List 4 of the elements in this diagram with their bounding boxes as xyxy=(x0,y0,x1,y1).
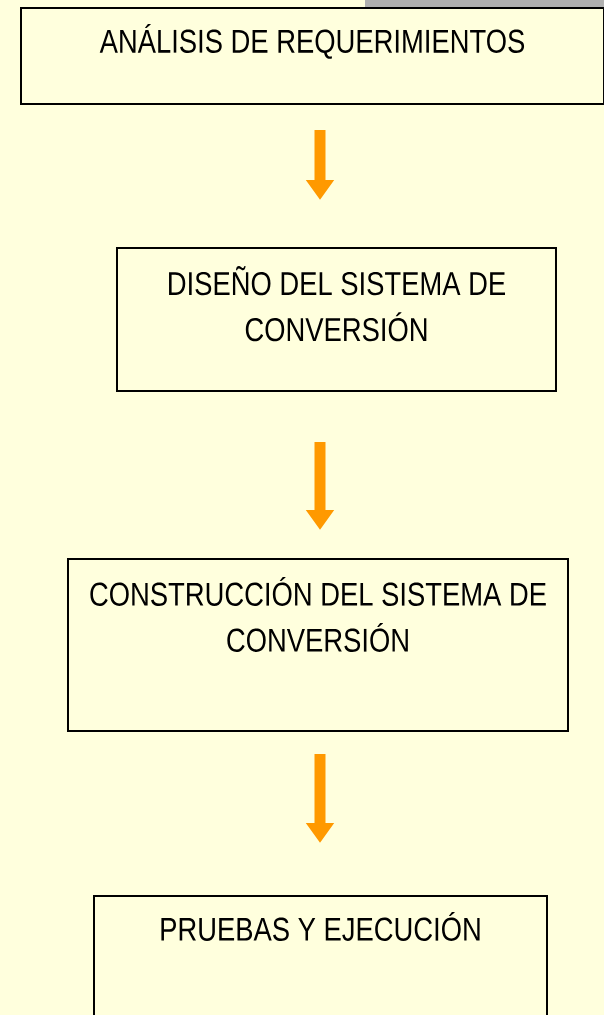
process-box: PRUEBAS Y EJECUCIÓN xyxy=(93,895,548,1015)
process-box: ANÁLISIS DE REQUERIMIENTOS xyxy=(20,7,604,105)
process-box: DISEÑO DEL SISTEMA DE CONVERSIÓN xyxy=(116,247,557,392)
process-box: CONSTRUCCIÓN DEL SISTEMA DE CONVERSIÓN xyxy=(67,558,569,732)
